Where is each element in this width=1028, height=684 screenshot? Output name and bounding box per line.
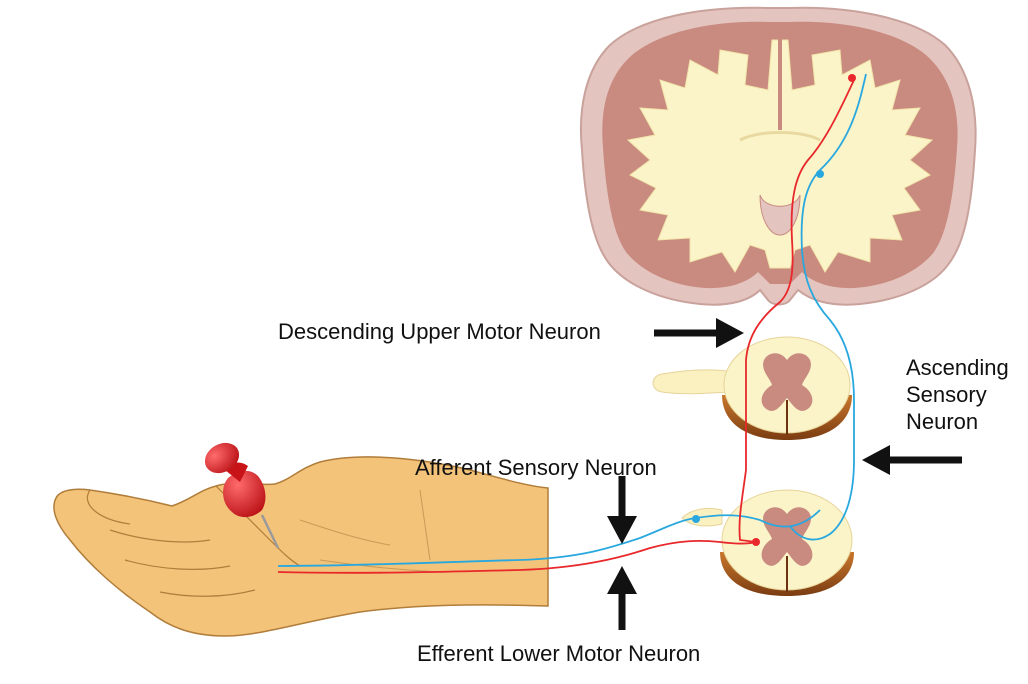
hand-palm-and-arm <box>53 456 549 637</box>
lower-cord-gray-matter <box>761 507 813 566</box>
push-pin-icon <box>204 442 280 549</box>
ascending-sensory-neuron <box>789 73 867 541</box>
ascending-label-line-2: Sensory <box>906 382 987 407</box>
ascending-neuron-arrow <box>862 445 962 475</box>
efferent-lower-motor-neuron-label: Efferent Lower Motor Neuron <box>417 641 701 666</box>
lower-spinal-cord-segment <box>681 489 854 596</box>
efferent-neuron-arrow <box>607 566 637 630</box>
descending-upper-motor-neuron-label: Descending Upper Motor Neuron <box>278 319 601 344</box>
brain-sensory-synapse <box>816 170 824 178</box>
lower-motor-neuron-cell-body <box>752 538 760 546</box>
upper-motor-neuron-cell-body <box>848 74 856 82</box>
afferent-neuron-arrow <box>607 476 637 544</box>
upper-spinal-cord-segment <box>652 336 852 440</box>
hand-illustration <box>53 456 549 637</box>
corpus-callosum <box>739 131 821 142</box>
descending-upper-motor-neuron <box>738 79 855 543</box>
push-pin-needle <box>260 514 280 549</box>
ascending-label-line-3: Neuron <box>906 409 979 434</box>
afferent-sensory-neuron-label: Afferent Sensory Neuron <box>415 455 657 480</box>
efferent-lower-motor-neuron <box>277 539 757 574</box>
afferent-sensory-neuron <box>277 509 821 567</box>
ascending-label-line-1: Ascending <box>906 355 1009 380</box>
push-pin-head <box>204 442 240 474</box>
upper-cord-gray-matter <box>761 353 813 411</box>
brain-white-matter <box>626 39 934 273</box>
ascending-sensory-neuron-label: Ascending Sensory Neuron <box>906 354 1026 435</box>
brain-ventricle <box>759 194 801 236</box>
brain-cross-section <box>579 6 977 306</box>
pointer-arrows <box>607 318 962 630</box>
upper-dorsal-root <box>652 369 736 395</box>
neuron-pathways <box>277 73 867 574</box>
push-pin-body <box>223 470 266 518</box>
descending-neuron-arrow <box>654 318 744 348</box>
dorsal-root-ganglion-cell-body <box>692 515 700 523</box>
hand-fingers <box>86 489 256 597</box>
